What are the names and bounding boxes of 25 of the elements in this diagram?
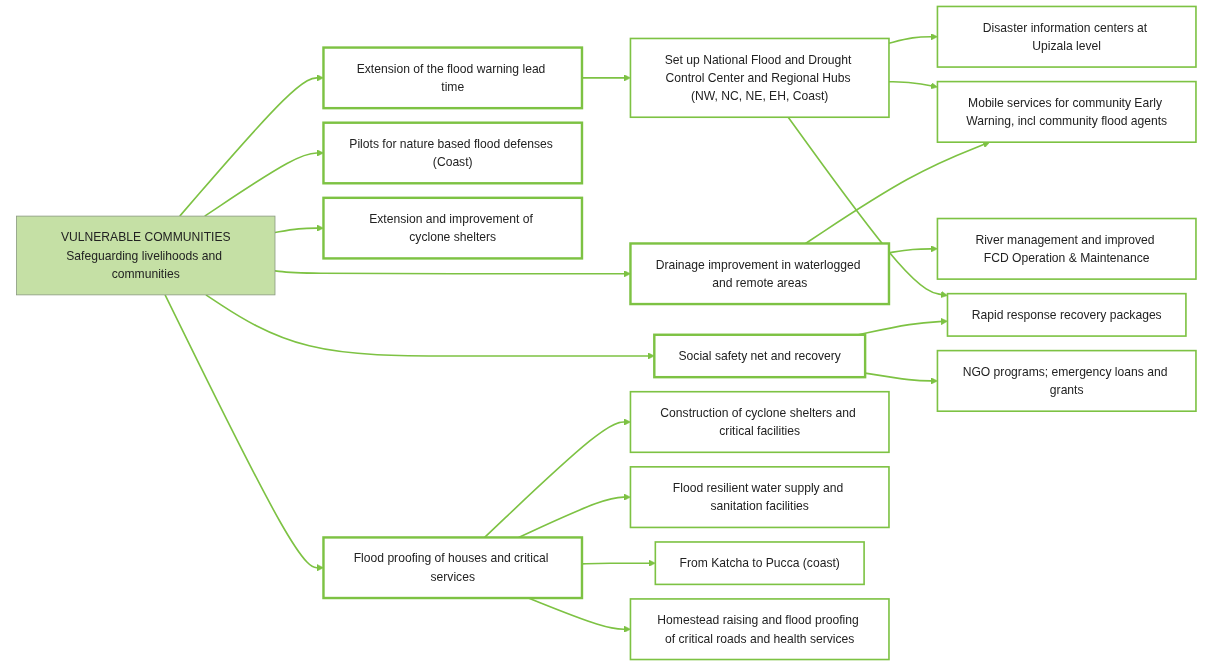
node-box: Pilots for nature based flood defenses (Coast) <box>322 121 583 185</box>
node-box: Set up National Flood and Drought Control Center and Regional Hubs (NW, NC, NE, EH, Coast) <box>629 37 890 119</box>
node-box: Mobile services for community Early Warning, incl community flood agents <box>936 80 1197 143</box>
arrow <box>273 224 324 234</box>
node-box: VULNERABLE COMMUNITIES Safeguarding livelihoods and communities <box>15 215 276 296</box>
arrow <box>164 294 324 572</box>
node-box: NGO programs; emergency loans and grants <box>936 349 1197 412</box>
arrow <box>178 74 324 217</box>
node-box: Social safety net and recovery <box>652 333 867 379</box>
node-box: Drainage improvement in waterlogged and remote areas <box>629 242 890 306</box>
node-box: Rapid response recovery packages <box>946 292 1187 337</box>
node-box: From Katcha to Pucca (coast) <box>654 541 865 586</box>
arrow <box>864 372 938 385</box>
node-box: River management and improved FCD Operation & Maintenance <box>936 217 1197 280</box>
node-box: Construction of cyclone shelters and critical facilities <box>629 390 890 454</box>
node-box: Flood resilient water supply and sanitation facilities <box>629 466 890 529</box>
arrow <box>273 270 631 278</box>
node-box: Extension of the flood warning lead time <box>322 46 583 110</box>
arrow <box>204 294 655 360</box>
node-box: Homestead raising and flood proofing of critical roads and health services <box>629 598 890 661</box>
arrow <box>787 116 948 298</box>
node-box: Extension and improvement of cyclone shelters <box>322 196 583 260</box>
arrow <box>203 149 324 217</box>
node-box: Disaster information centers at Upizala level <box>936 5 1197 68</box>
node-box: Flood proofing of houses and critical services <box>322 536 583 600</box>
